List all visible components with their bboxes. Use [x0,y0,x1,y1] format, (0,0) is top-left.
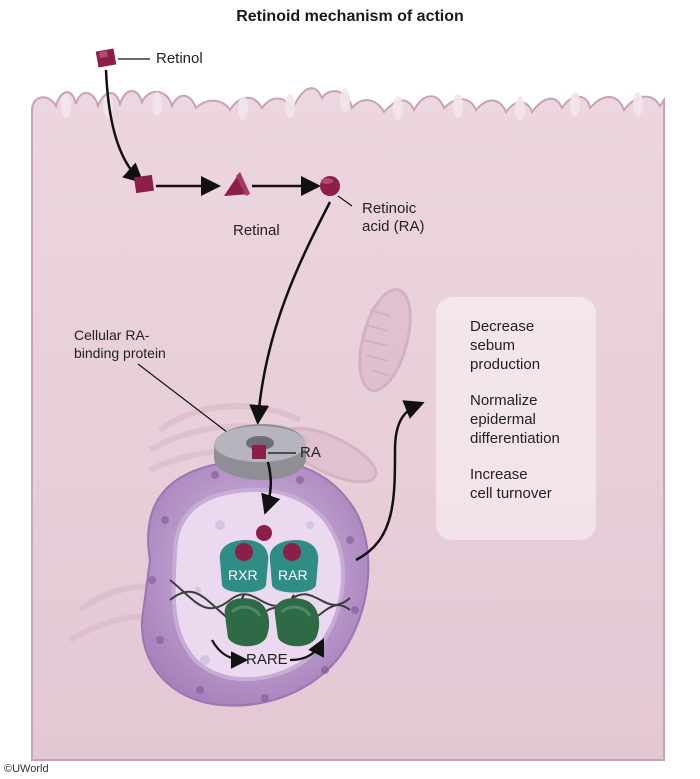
crabp-leader [137,363,241,443]
rxr-dna-binding-domain [224,598,270,647]
effect-increase-turnover: Increase cell turnover [470,466,552,502]
rar-receptor [269,540,319,593]
label-retinoic-acid-line2: acid (RA) [362,218,425,235]
retinol-molecule [95,48,117,68]
microvilli [61,88,643,120]
ra-transport-arrow [249,201,332,425]
retinoic-acid-molecule [320,176,340,196]
rxr-receptor [219,540,269,593]
effect-decrease-sebum: Decrease sebum production [470,318,541,373]
effects-box: Decrease sebum production Normalize epid… [436,297,596,540]
label-rar: RAR [278,567,308,583]
effects-arrow [355,400,425,562]
rare-arrow-left [211,639,249,669]
copyright-credit: ©UWorld [4,763,49,775]
retinal-molecule [224,172,250,196]
label-rare: RARE [246,651,288,668]
label-crabp-line2: binding protein [74,345,166,361]
diagram-title: Retinoid mechanism of action [236,8,464,25]
retinol-uptake-arrow [104,69,144,184]
ra-bound-to-crabp [252,445,266,459]
label-rxr: RXR [228,567,258,583]
effect-normalize-differentiation: Normalize epidermal differentiation [470,392,560,447]
nuclear-ra-molecule [256,525,272,541]
mitochondrion-1 [358,287,412,393]
ra-leader [337,195,353,207]
rar-dna-binding-domain [274,598,320,647]
label-retinal: Retinal [233,222,280,239]
label-retinoic-acid-line1: Retinoic [362,200,417,217]
rare-arrow-right [289,638,324,662]
label-retinol: Retinol [156,50,203,67]
ra-nuclear-entry-arrow [261,461,281,515]
label-ra: RA [300,444,321,461]
intracellular-retinol [133,174,155,194]
label-crabp-line1: Cellular RA- [74,327,150,343]
